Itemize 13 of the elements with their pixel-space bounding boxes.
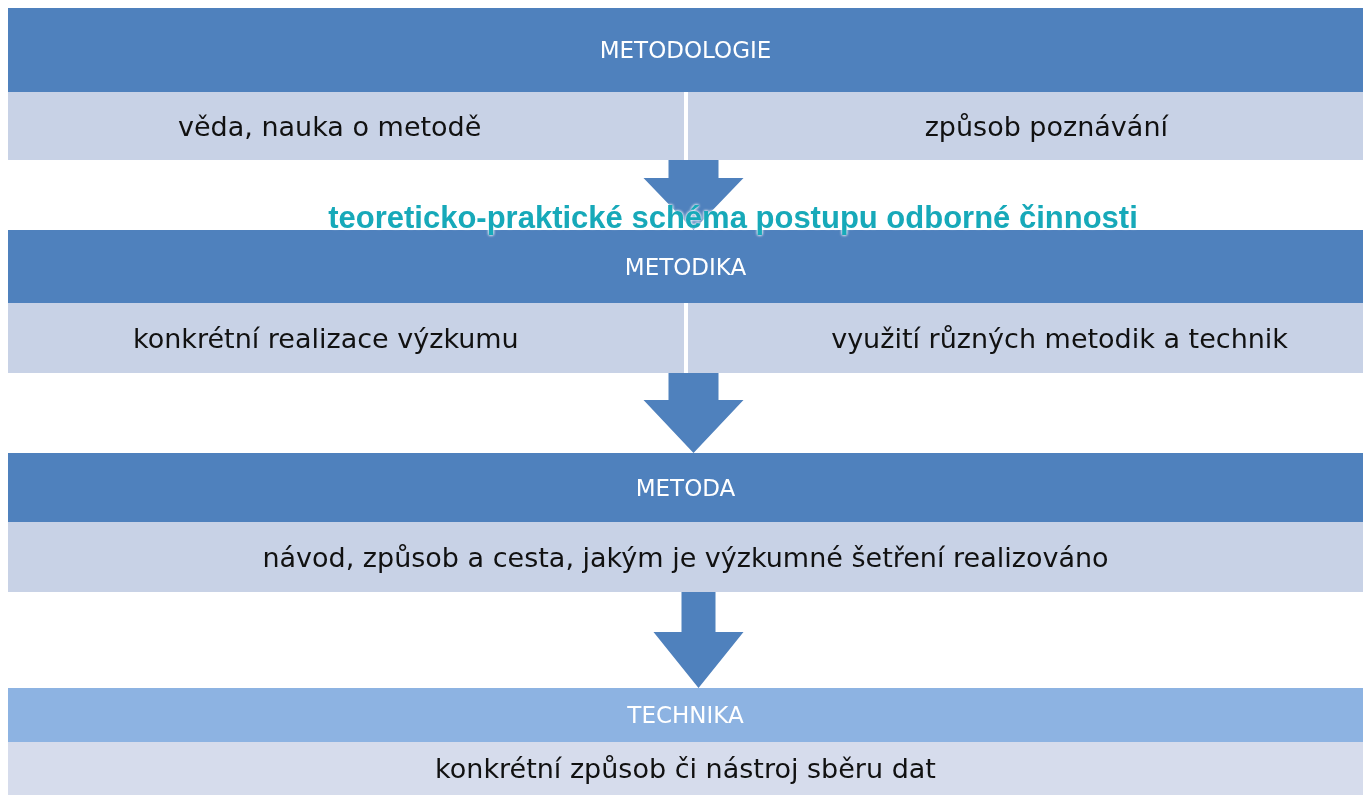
band-title: METODA (635, 474, 736, 501)
band-title: TECHNIKA (627, 702, 744, 728)
box-text: způsob poznávání (924, 110, 1168, 142)
block-arrow (643, 373, 744, 453)
box-text: využití různých metodik a technik (831, 322, 1288, 354)
box-text: návod, způsob a cesta, jakým je výzkumné šetření realizováno (262, 541, 1109, 573)
box-text: konkrétní realizace výzkumu (133, 322, 519, 354)
process-band (8, 8, 1363, 160)
band-title: METODOLOGIE (599, 37, 772, 63)
band-title: METODIKA (624, 253, 747, 280)
box-text: konkrétní způsob či nástroj sběru dat (435, 753, 936, 784)
box-text: věda, nauka o metodě (178, 110, 482, 142)
block-arrow (653, 592, 744, 688)
